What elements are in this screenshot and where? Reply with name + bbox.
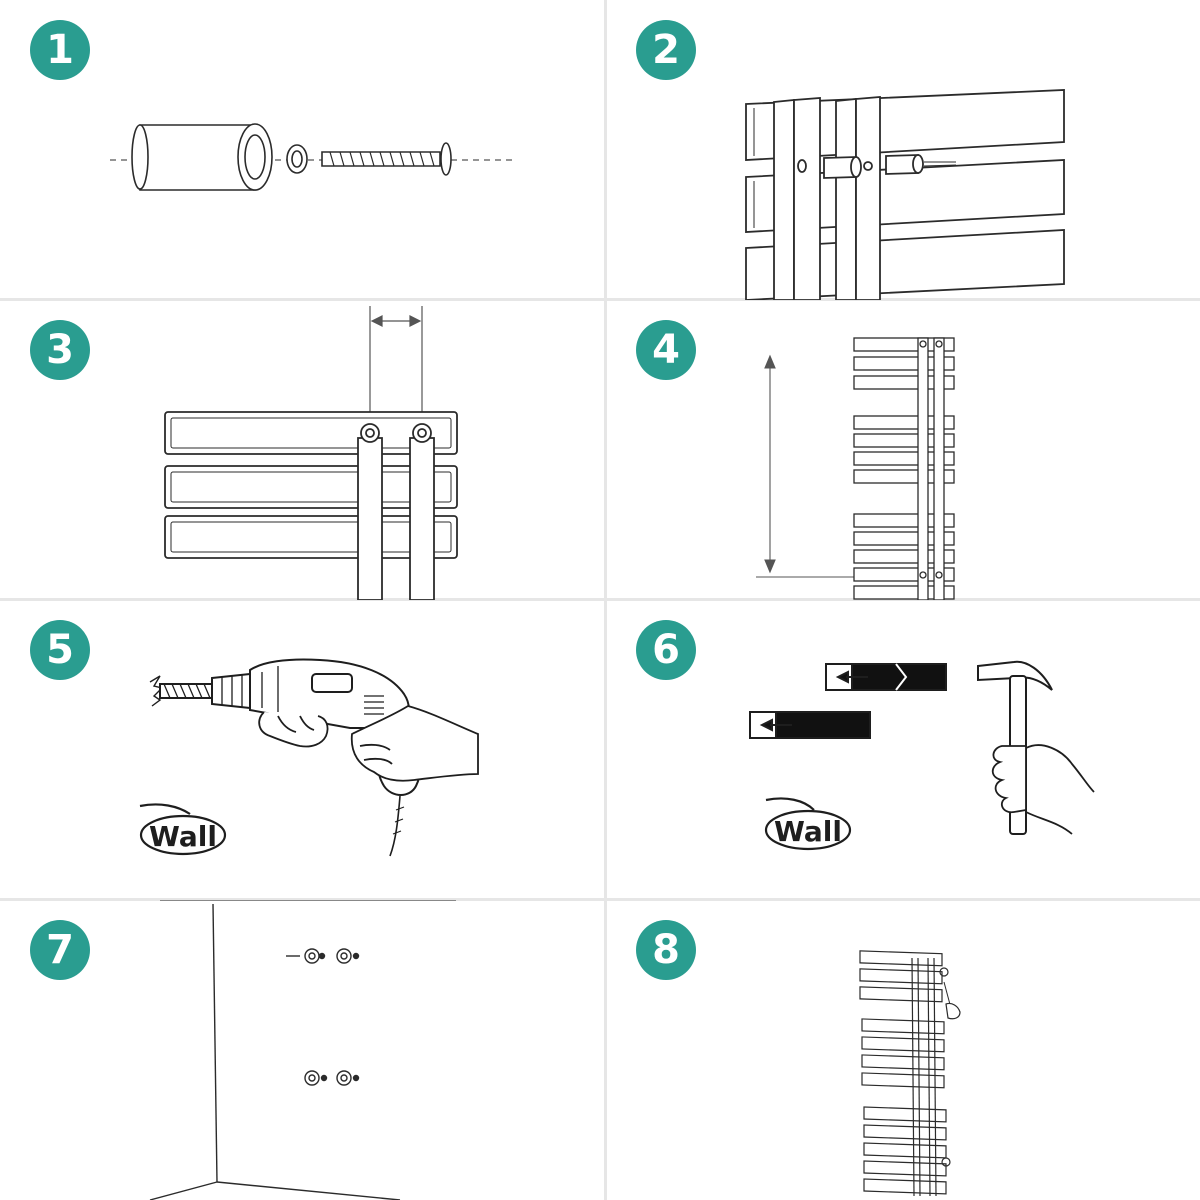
step-6-illustration: Wall (749, 660, 1095, 851)
hand-holding-hammer (991, 744, 1095, 835)
step-badge-1: 1 (30, 20, 90, 80)
step-badge-6: 6 (636, 620, 696, 680)
step-8-illustration (859, 950, 961, 1197)
step-1-illustration (110, 123, 515, 191)
wall-label: Wall (149, 820, 217, 853)
wall-label: Wall (774, 815, 842, 848)
wall-plug-lower (749, 711, 871, 739)
hand-with-screwdriver (943, 981, 961, 1020)
step-5-illustration: Wall (139, 658, 479, 857)
towel-rail-bars (164, 411, 458, 559)
washer (286, 144, 308, 174)
wall-spacer-sleeve (131, 123, 273, 191)
step-badge-3: 3 (30, 320, 90, 380)
fixing-point-left (360, 423, 380, 443)
wall-plug-upper (825, 663, 947, 691)
wall-speech-bubble (764, 797, 852, 851)
measure-arrow (369, 306, 423, 428)
vertical-tubes (357, 437, 435, 600)
room-corner (149, 900, 456, 1200)
step-badge-7: 7 (30, 920, 90, 980)
towel-rail-front (853, 337, 955, 600)
towel-rail-bars (745, 89, 1065, 300)
height-measure-arrow (756, 354, 856, 578)
step-4-panel: 4 (606, 300, 1200, 600)
step-badge-5: 5 (30, 620, 90, 680)
step-3-illustration (164, 306, 458, 600)
horizontal-divider-3 (0, 898, 1200, 901)
step-2-illustration (745, 89, 1065, 300)
step-8-panel: 8 (606, 900, 1200, 1200)
step-5-panel: Wall 5 (0, 600, 600, 900)
mounting-spacer (823, 154, 957, 179)
fixing-point-right (412, 423, 432, 443)
hand-icon (258, 705, 479, 782)
horizontal-divider-2 (0, 598, 1200, 601)
step-6-panel: Wall 6 (606, 600, 1200, 900)
step-2-panel: 2 (606, 0, 1200, 300)
wall-speech-bubble (139, 803, 227, 856)
step-4-illustration (756, 337, 955, 600)
step-badge-8: 8 (636, 920, 696, 980)
step-1-panel: 1 (0, 0, 600, 300)
step-7-illustration (149, 900, 456, 1200)
mounted-towel-rail (859, 950, 947, 1197)
step-7-panel: 7 (0, 900, 600, 1200)
step-badge-4: 4 (636, 320, 696, 380)
step-3-panel: 3 (0, 300, 600, 600)
step-badge-2: 2 (636, 20, 696, 80)
screw (321, 142, 452, 176)
wall-fixings (286, 948, 360, 1086)
horizontal-divider-1 (0, 298, 1200, 301)
vertical-tubes (773, 96, 881, 300)
